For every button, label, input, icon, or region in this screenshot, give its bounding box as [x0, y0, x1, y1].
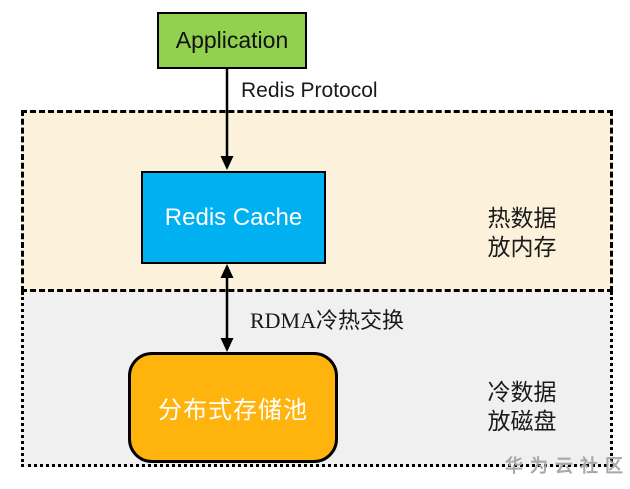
storage-pool-box: 分布式存储池	[128, 352, 338, 463]
watermark-text: 华为云社区	[505, 456, 630, 476]
hot-zone-label-line2: 放内存	[487, 235, 557, 260]
redis-protocol-edge-label: Redis Protocol	[241, 79, 378, 102]
hot-zone-label: 热数据 放内存	[452, 204, 592, 262]
rdma-exchange-edge-label: RDMA冷热交换	[250, 308, 405, 333]
application-box: Application	[157, 12, 307, 69]
cold-zone-label-line1: 冷数据	[487, 380, 557, 405]
hot-zone-label-line1: 热数据	[487, 206, 557, 231]
storage-pool-label: 分布式存储池	[158, 398, 308, 424]
redis-cache-label: Redis Cache	[164, 203, 303, 231]
redis-cache-box: Redis Cache	[141, 171, 326, 264]
cold-zone-label-line2: 放磁盘	[487, 409, 557, 434]
cold-zone-label: 冷数据 放磁盘	[452, 378, 592, 436]
application-label: Application	[175, 27, 289, 53]
